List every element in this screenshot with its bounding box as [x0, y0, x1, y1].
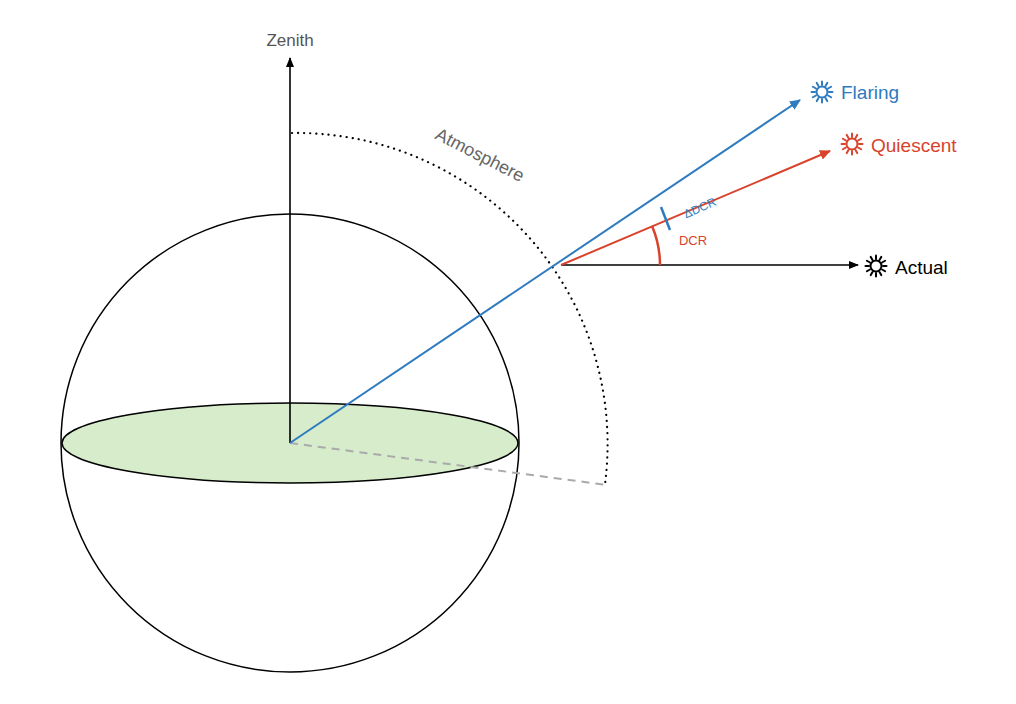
zenith-label: Zenith	[266, 32, 313, 49]
atmosphere-arc	[292, 133, 608, 484]
horizon-line	[290, 443, 607, 485]
star-icon	[866, 256, 887, 277]
star-icon	[842, 134, 863, 155]
star-icon	[812, 82, 833, 103]
dcr-label: DCR	[679, 234, 707, 247]
delta-dcr-label: ΔDCR	[682, 196, 718, 221]
quiescent-ray	[561, 151, 830, 265]
zenith-arrow	[289, 58, 291, 443]
actual-ray	[561, 264, 858, 266]
quiescent-label: Quiescent	[871, 136, 957, 155]
actual-label: Actual	[895, 258, 948, 277]
dcr-arc	[652, 226, 660, 265]
atmosphere-label: Atmosphere	[433, 125, 528, 185]
flaring-label: Flaring	[841, 83, 899, 102]
delta-dcr-tick	[661, 207, 670, 230]
flaring-ray	[290, 100, 800, 443]
